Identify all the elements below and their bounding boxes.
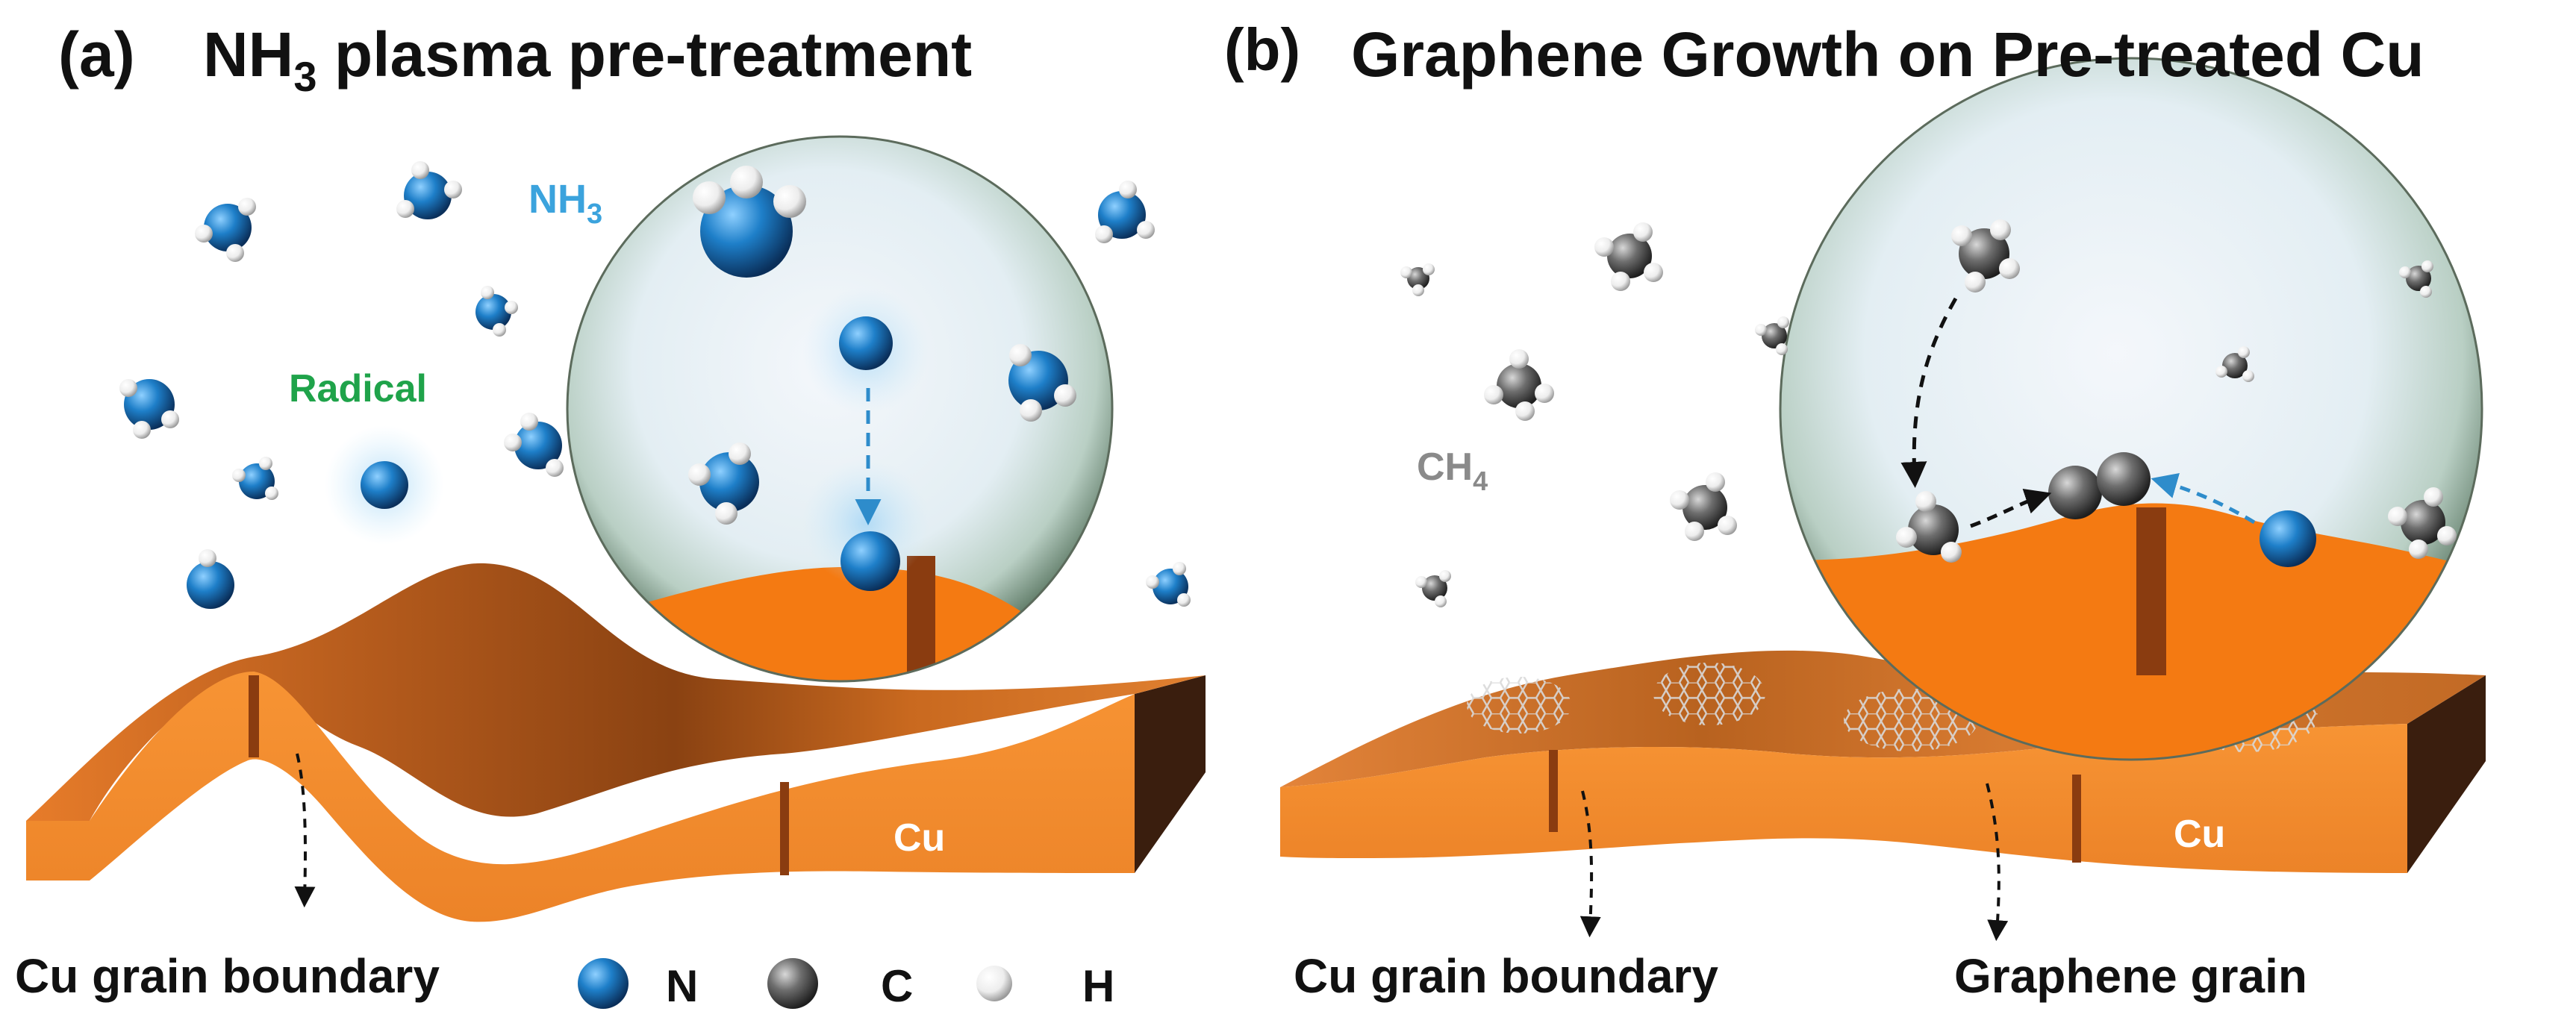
cu-grain-boundary-label-b: Cu grain boundary [1294, 949, 1718, 1003]
cu-grain-boundary-label-a: Cu grain boundary [15, 949, 440, 1003]
boundary-arrow-b [1579, 790, 1601, 938]
legend-h-label: H [1082, 961, 1114, 1011]
graphene-grain-label: Graphene grain [1954, 949, 2307, 1003]
cu-label-b: Cu [2174, 813, 2225, 856]
boundary-arrow-a [294, 753, 316, 908]
legend-c-label: C [881, 961, 913, 1011]
copper-substrate-a [26, 563, 1206, 922]
nh3-molecules [119, 161, 1191, 609]
panel-b-letter: (b) [1224, 16, 1300, 83]
legend-c-swatch [767, 958, 818, 1009]
radical-label: Radical [289, 367, 427, 410]
atom-legend: N C H [578, 958, 1114, 1011]
legend-n-swatch [578, 958, 629, 1009]
legend-n-label: N [666, 961, 698, 1011]
cu-label-a: Cu [894, 816, 945, 860]
ch4-label: CH4 [1417, 445, 1488, 496]
legend-h-swatch [976, 966, 1012, 1001]
nh3-label: NH3 [528, 177, 602, 230]
adsorption-arrow-b [1900, 297, 1958, 488]
diffusion-arrow-n [2151, 472, 2256, 525]
panel-a-title: NH3 plasma pre-treatment [203, 19, 972, 100]
ch4-molecules [1400, 219, 2457, 607]
panel-b-title: Graphene Growth on Pre-treated Cu [1351, 19, 2424, 90]
graphene-grain-arrow [1986, 783, 2009, 942]
panel-a-letter: (a) [58, 19, 135, 90]
diffusion-arrow-c [1970, 489, 2052, 528]
